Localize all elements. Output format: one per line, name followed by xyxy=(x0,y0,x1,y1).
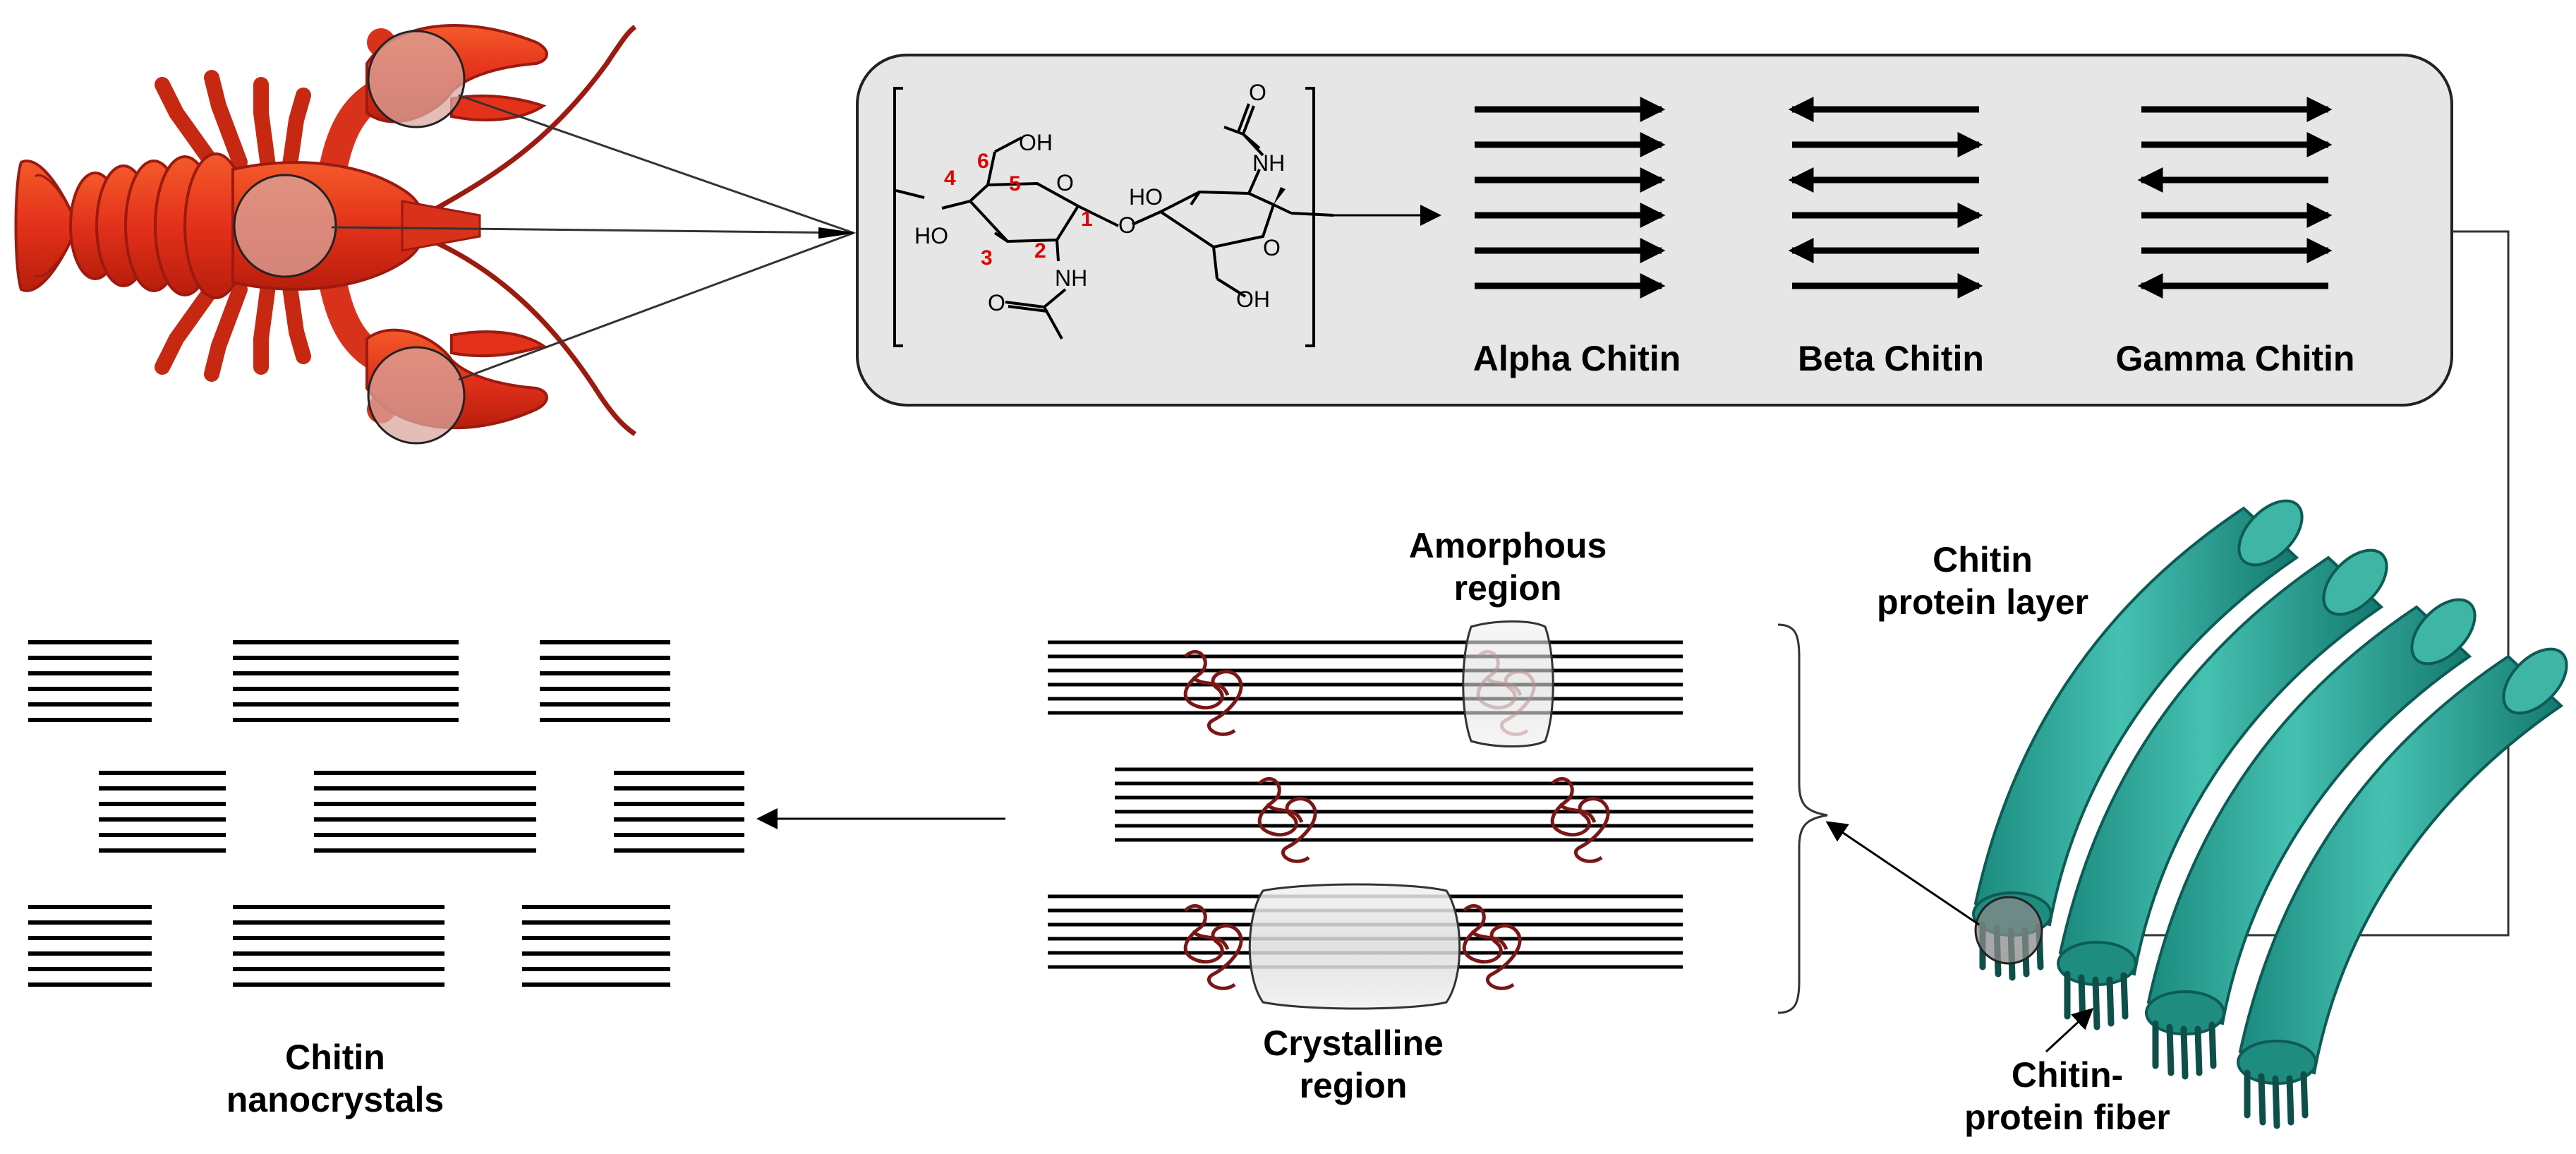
beta-chitin-label: Beta Chitin xyxy=(1798,339,1984,378)
nanocrystal-4 xyxy=(99,771,226,853)
fibril-bundle-1 xyxy=(1048,640,1683,715)
carbon-5-label: 5 xyxy=(1009,172,1021,196)
chemical-labels: OH HO NH O O O HO NH O O OH 1 2 3 4 5 6 xyxy=(914,80,1285,315)
lobster-to-panel-lines xyxy=(331,94,854,381)
fiber-label-pointer xyxy=(2045,1007,2094,1053)
curly-brace xyxy=(1777,623,1828,1014)
panel-entry-arrowhead xyxy=(818,227,857,239)
amorphous-tangle-4 xyxy=(1550,776,1610,863)
crystalline-region-lens xyxy=(1248,883,1461,1010)
carbon-6-label: 6 xyxy=(977,150,989,173)
amorphous-tangle-3 xyxy=(1257,776,1317,863)
protein-layer-label-line1: Chitin xyxy=(1933,540,2033,579)
crystalline-label-line2: region xyxy=(1300,1066,1408,1105)
nanocrystals-label-line1: Chitin xyxy=(285,1038,385,1077)
o-left-label: O xyxy=(988,290,1005,315)
nanocrystal-7 xyxy=(28,905,152,987)
nanocrystal-8 xyxy=(233,905,445,987)
fiber-label-line2: protein fiber xyxy=(1964,1098,2170,1137)
amorphous-label-line1: Amorphous xyxy=(1409,526,1607,565)
amorphous-tangle-6 xyxy=(1462,903,1522,990)
chitin-protein-fibers xyxy=(1972,499,2568,1129)
o-ring-left-label: O xyxy=(1056,170,1074,196)
nanocrystal-5 xyxy=(314,771,536,853)
polymorph-stack-2 xyxy=(1788,97,1983,299)
amorphous-label-line2: region xyxy=(1454,568,1562,608)
nanocrystal-2 xyxy=(233,640,459,722)
amorphous-tangle-1 xyxy=(1183,649,1243,736)
fiber-magnifier-circle xyxy=(1974,896,2043,965)
nanocrystal-6 xyxy=(614,771,744,853)
carbon-2-label: 2 xyxy=(1034,239,1046,263)
polymorph-stack-1 xyxy=(1475,97,1666,299)
nh-left-label: NH xyxy=(1055,265,1087,291)
nanocrystal-9 xyxy=(522,905,670,987)
nanocrystal-3 xyxy=(540,640,670,722)
alpha-chitin-label: Alpha Chitin xyxy=(1473,339,1681,378)
ho-right-label: HO xyxy=(1129,184,1163,210)
polymorph-stack-3 xyxy=(2137,97,2333,299)
fiber-to-brace-arrow xyxy=(1825,821,1980,926)
protein-layer-label-line2: protein layer xyxy=(1877,582,2088,622)
chitin-disaccharide-structure xyxy=(893,87,1334,347)
amorphous-tangle-5 xyxy=(1183,903,1243,990)
o-glycosidic-label: O xyxy=(1118,212,1136,238)
gamma-chitin-label: Gamma Chitin xyxy=(2116,339,2355,378)
fiber-cylinder-3 xyxy=(2145,598,2477,1035)
nh-right-label: NH xyxy=(1252,150,1285,176)
carbon-4-label: 4 xyxy=(944,167,956,190)
oh-bottom-label: OH xyxy=(1236,287,1270,312)
carbon-1-label: 1 xyxy=(1081,208,1093,231)
o-right-label: O xyxy=(1249,80,1266,105)
fiber-label-line1: Chitin- xyxy=(2012,1055,2123,1095)
nanocrystal-1 xyxy=(28,640,152,722)
amorphous-region-lens xyxy=(1462,620,1554,747)
crystalline-label-line1: Crystalline xyxy=(1263,1023,1444,1063)
ho-left-label: HO xyxy=(914,223,948,248)
o-ring-right-label: O xyxy=(1263,235,1281,260)
lobster-illustration xyxy=(14,24,637,445)
polymorph-arrow-stacks xyxy=(1475,97,2333,299)
nanocrystals-label-line2: nanocrystals xyxy=(226,1080,444,1119)
fibril-bundle-2 xyxy=(1115,767,1753,842)
carbon-3-label: 3 xyxy=(981,246,993,270)
chitin-nanocrystals xyxy=(28,640,744,987)
chitin-structure-panel xyxy=(856,54,2453,407)
fiber-cylinder-2 xyxy=(2057,548,2388,986)
wedge-bond xyxy=(1274,187,1286,205)
oh-top-label: OH xyxy=(1019,130,1053,155)
